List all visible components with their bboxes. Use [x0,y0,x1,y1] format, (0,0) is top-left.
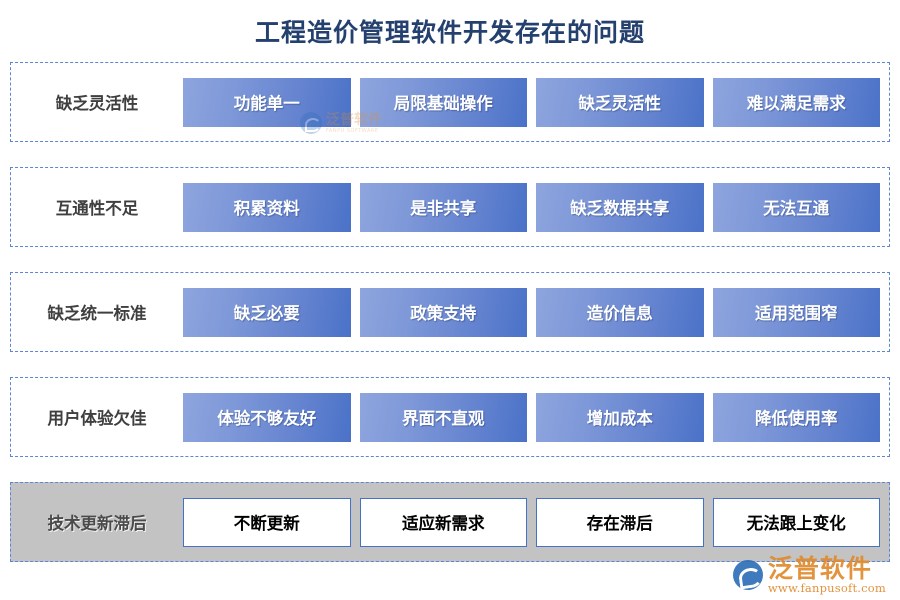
rows-container: 缺乏灵活性 功能单一 局限基础操作 缺乏灵活性 难以满足需求 互通性不足 积累资… [0,62,900,562]
row-cells-3: 缺乏必要 政策支持 造价信息 适用范围窄 [183,287,889,337]
cell-2-4[interactable]: 无法互通 [712,182,880,232]
brand-logo-text: 泛普软件 www.fanpusoft.com [768,556,886,595]
cell-5-4[interactable]: 无法跟上变化 [712,497,880,547]
row-label-4: 用户体验欠佳 [47,409,147,428]
page-title: 工程造价管理软件开发存在的问题 [254,18,645,47]
row-cells-1: 功能单一 局限基础操作 缺乏灵活性 难以满足需求 [183,77,889,127]
brand-name: 泛普软件 [767,553,872,583]
cell-3-3[interactable]: 造价信息 [536,287,704,337]
cell-4-2[interactable]: 界面不直观 [359,392,527,442]
row-cells-2: 积累资料 是非共享 缺乏数据共享 无法互通 [183,182,889,232]
cell-4-4[interactable]: 降低使用率 [712,392,880,442]
cell-5-3[interactable]: 存在滞后 [536,497,704,547]
cell-5-2[interactable]: 适应新需求 [359,497,527,547]
diagram-row-3[interactable]: 缺乏统一标准 缺乏必要 政策支持 造价信息 适用范围窄 [10,272,890,352]
cell-1-3[interactable]: 缺乏灵活性 [536,77,704,127]
cell-1-1[interactable]: 功能单一 [183,77,351,127]
cell-2-2[interactable]: 是非共享 [359,182,527,232]
cell-5-1[interactable]: 不断更新 [183,497,351,547]
title-bar: 工程造价管理软件开发存在的问题 [0,0,900,62]
row-label-3: 缺乏统一标准 [47,304,147,323]
row-cells-4: 体验不够友好 界面不直观 增加成本 降低使用率 [183,392,889,442]
row-label-5: 技术更新滞后 [47,514,147,533]
row-label-2: 互通性不足 [55,199,139,218]
diagram-row-1[interactable]: 缺乏灵活性 功能单一 局限基础操作 缺乏灵活性 难以满足需求 [10,62,890,142]
cell-3-1[interactable]: 缺乏必要 [183,287,351,337]
row-cells-5: 不断更新 适应新需求 存在滞后 无法跟上变化 [183,497,889,547]
cell-2-1[interactable]: 积累资料 [183,182,351,232]
fanpu-swoosh-icon [732,559,763,590]
brand-url: www.fanpusoft.com [767,580,886,595]
diagram-row-2[interactable]: 互通性不足 积累资料 是非共享 缺乏数据共享 无法互通 [10,167,890,247]
diagram-row-4[interactable]: 用户体验欠佳 体验不够友好 界面不直观 增加成本 降低使用率 [10,377,890,457]
cell-4-1[interactable]: 体验不够友好 [183,392,351,442]
row-label-1: 缺乏灵活性 [55,94,139,113]
cell-4-3[interactable]: 增加成本 [536,392,704,442]
diagram-row-5[interactable]: 技术更新滞后 不断更新 适应新需求 存在滞后 无法跟上变化 [10,482,890,562]
brand-logo: 泛普软件 www.fanpusoft.com [732,556,886,595]
cell-2-3[interactable]: 缺乏数据共享 [536,182,704,232]
cell-3-2[interactable]: 政策支持 [359,287,527,337]
cell-1-4[interactable]: 难以满足需求 [712,77,880,127]
cell-3-4[interactable]: 适用范围窄 [712,287,880,337]
cell-1-2[interactable]: 局限基础操作 [359,77,527,127]
